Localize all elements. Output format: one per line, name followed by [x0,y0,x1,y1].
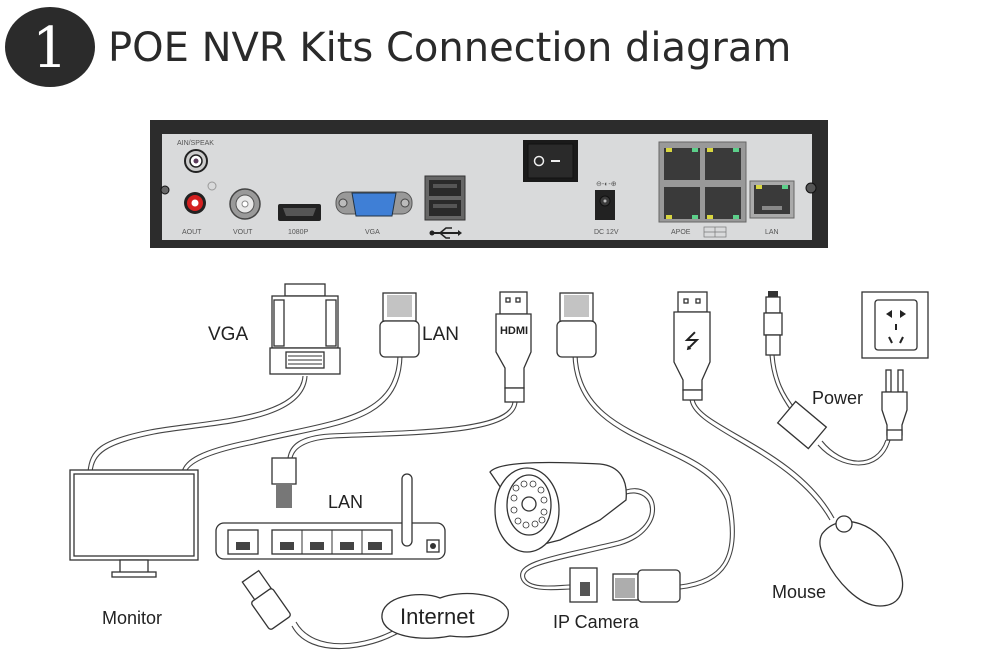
page-title: POE NVR Kits Connection diagram [108,25,791,71]
camera-pigtail [524,488,656,587]
lan-connector: LAN [379,292,459,358]
apoe-label: APOE [671,229,691,236]
power-adapter [776,400,828,450]
router-lan-label: LAN [328,492,363,512]
poe-port-3 [664,187,700,219]
power-adapter-cable [817,439,891,466]
hdmi-port-label: 1080P [288,229,309,236]
cable-lines [87,354,891,650]
step-number: 1 [32,16,68,81]
poe-port-1 [664,148,700,180]
router: LAN [215,457,446,630]
lan-connector-camera [556,292,597,358]
dc-cable [769,354,793,413]
lan-port-label: LAN [765,229,779,236]
hdmi-port: 1080P [278,204,321,236]
lan-cable-camera [572,354,731,586]
hdmi-connector: HDMI [495,291,532,403]
ip-camera: IP Camera [489,461,681,632]
aout-port: AOUT [182,192,206,236]
vout-port: VOUT [229,188,261,236]
poe-port-2 [705,148,741,180]
hdmi-cable [287,401,514,459]
power-plug: Power [812,369,908,441]
lan-cable-monitor [181,355,399,473]
hdmi-cable-label: HDMI [500,325,528,337]
vga-connector: VGA [208,283,341,375]
power-switch[interactable] [523,140,578,182]
vout-label: VOUT [233,229,253,236]
lan-cable-label: LAN [422,324,459,345]
monitor: Monitor [69,469,199,628]
step-number-badge [5,7,95,87]
vga-port: VGA [335,191,413,236]
usb-connector: ⭍ [673,291,711,401]
usb-ports [424,175,466,239]
vga-port-label: VGA [365,229,380,236]
lan-port: LAN [749,180,795,236]
mouse-label: Mouse [772,582,826,602]
apoe-ports: APOE [658,141,747,238]
dc-polarity-icon: ⊖-◐-⊕ [596,181,617,188]
screw-icon [160,185,170,195]
usb-symbol-icon: ⭍ [684,331,701,353]
power-off-symbol [533,155,545,167]
dc-power-port: ⊖-◐-⊕ DC 12V [594,181,619,236]
internet-cable [291,625,401,650]
internet-label: Internet [400,604,475,629]
dc-connector [763,291,783,356]
title-bar: 1 POE NVR Kits Connection diagram [5,7,791,87]
screw-icon [805,182,817,194]
power-label: Power [812,388,863,408]
ain-speak-label: AIN/SPEAK [177,140,214,147]
nvr-back-panel: AIN/SPEAK AOUT VOUT 1080P [150,120,828,248]
usb-icon [429,227,462,239]
dc-label: DC 12V [594,229,619,236]
usb-mouse-cable [689,397,831,521]
nvr-panel-face [162,134,812,240]
aout-label: AOUT [182,229,202,236]
vga-cable [87,375,304,473]
monitor-label: Monitor [102,608,162,628]
vga-cable-label: VGA [208,324,248,345]
mouse: Mouse [772,515,904,607]
ain-speak-port: AIN/SPEAK [177,140,214,173]
wall-socket [861,291,929,359]
router-antenna [401,473,413,547]
poe-port-4 [705,187,741,219]
ip-camera-label: IP Camera [553,612,640,632]
internet-cloud: Internet [381,592,509,639]
ground-screw-icon [207,181,217,191]
